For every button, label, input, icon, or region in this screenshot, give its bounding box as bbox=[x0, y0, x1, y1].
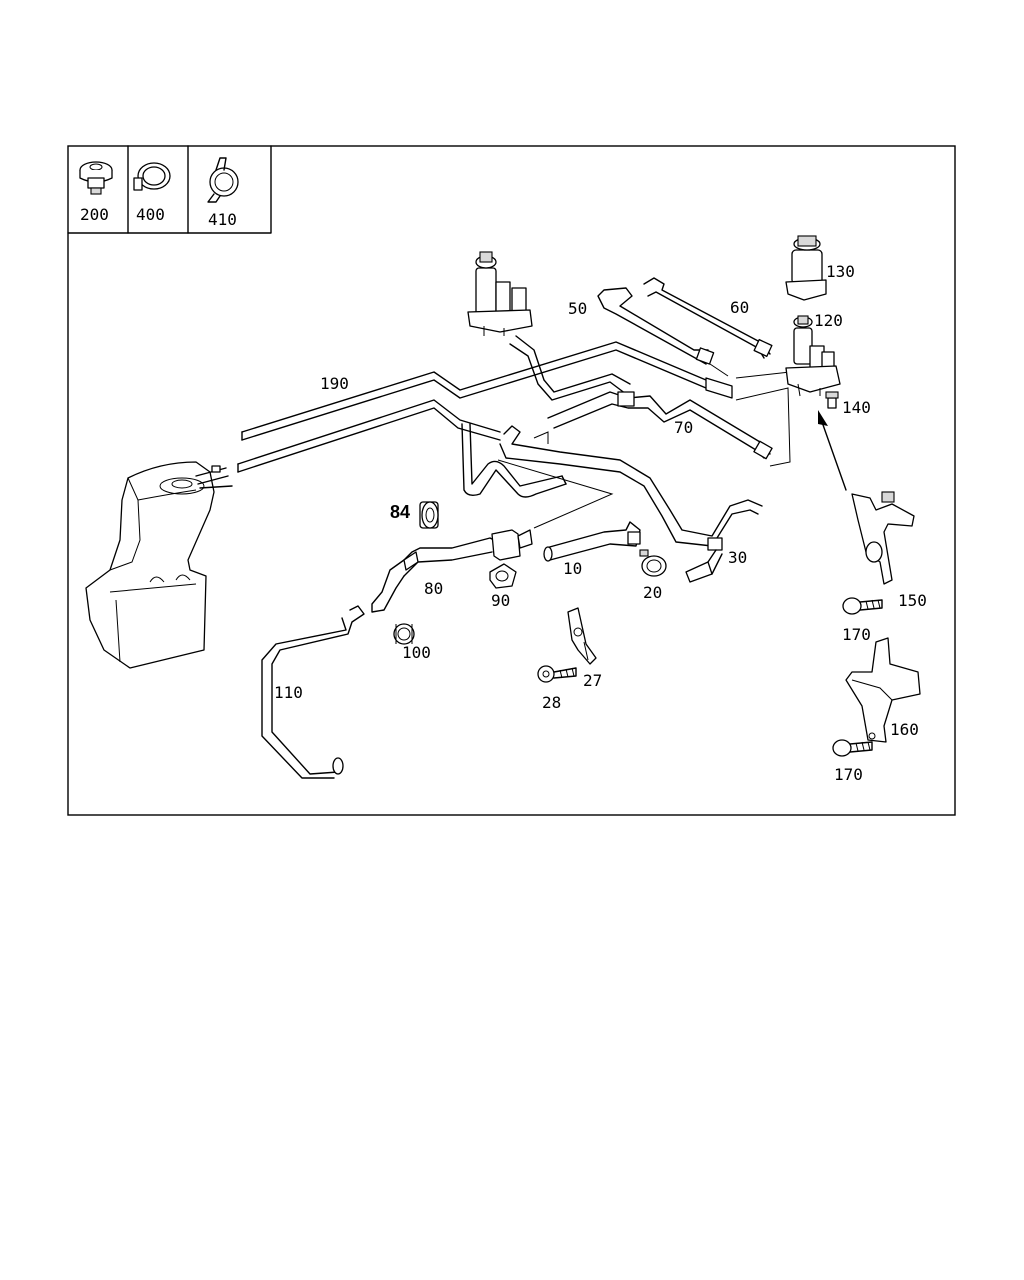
seal-90 bbox=[489, 563, 517, 589]
callout-50: 50 bbox=[568, 299, 587, 318]
bolt-170-upper bbox=[842, 597, 883, 615]
legend-label-400: 400 bbox=[136, 205, 165, 224]
callout-110: 110 bbox=[274, 683, 303, 702]
sensor-140 bbox=[825, 391, 839, 409]
pipe-u-bend bbox=[461, 423, 567, 498]
hose-30 bbox=[499, 425, 763, 583]
callout-140: 140 bbox=[842, 398, 871, 417]
leader-lines bbox=[497, 363, 791, 529]
callout-100: 100 bbox=[402, 643, 431, 662]
heater-valve-upper bbox=[467, 251, 533, 336]
hose-clamp-icon bbox=[133, 162, 171, 191]
callout-120: 120 bbox=[814, 311, 843, 330]
legend-label-410: 410 bbox=[208, 210, 237, 229]
bracket-150 bbox=[851, 491, 915, 585]
hose-110 bbox=[261, 605, 365, 779]
hose-10 bbox=[543, 521, 641, 562]
assembly-arrow bbox=[818, 410, 847, 491]
spring-clamp-icon bbox=[207, 157, 239, 203]
grommet-84 bbox=[419, 501, 439, 529]
callout-190: 190 bbox=[320, 374, 349, 393]
grommet-100 bbox=[393, 623, 415, 645]
bracket-160 bbox=[845, 637, 921, 743]
callout-160: 160 bbox=[890, 720, 919, 739]
callout-60: 60 bbox=[730, 298, 749, 317]
callout-84: 84 bbox=[390, 502, 410, 522]
diagram-border bbox=[67, 145, 956, 816]
hose-70 bbox=[547, 391, 773, 460]
valve-120 bbox=[785, 315, 841, 397]
callout-20: 20 bbox=[643, 583, 662, 602]
callout-28: 28 bbox=[542, 693, 561, 712]
callout-170-upper: 170 bbox=[842, 625, 871, 644]
hose-60 bbox=[643, 277, 773, 359]
screw-28 bbox=[537, 665, 577, 683]
hose-connector-icon bbox=[79, 161, 113, 195]
legend-label-200: 200 bbox=[80, 205, 109, 224]
bracket-27 bbox=[567, 607, 597, 665]
callout-70: 70 bbox=[674, 418, 693, 437]
callout-170-lower: 170 bbox=[834, 765, 863, 784]
hose-50 bbox=[509, 287, 715, 401]
callout-130: 130 bbox=[826, 262, 855, 281]
solenoid-130 bbox=[785, 235, 827, 301]
callout-150: 150 bbox=[898, 591, 927, 610]
pipe-80 bbox=[371, 529, 533, 613]
clamp-20 bbox=[639, 549, 667, 577]
callout-30: 30 bbox=[728, 548, 747, 567]
callout-10: 10 bbox=[563, 559, 582, 578]
callout-80: 80 bbox=[424, 579, 443, 598]
pipe-190 bbox=[237, 341, 733, 473]
callout-90: 90 bbox=[491, 591, 510, 610]
callout-27: 27 bbox=[583, 671, 602, 690]
bolt-170-lower bbox=[832, 739, 873, 757]
legend-box: 200 400 410 bbox=[67, 145, 272, 234]
washer-fluid-reservoir bbox=[85, 461, 233, 669]
